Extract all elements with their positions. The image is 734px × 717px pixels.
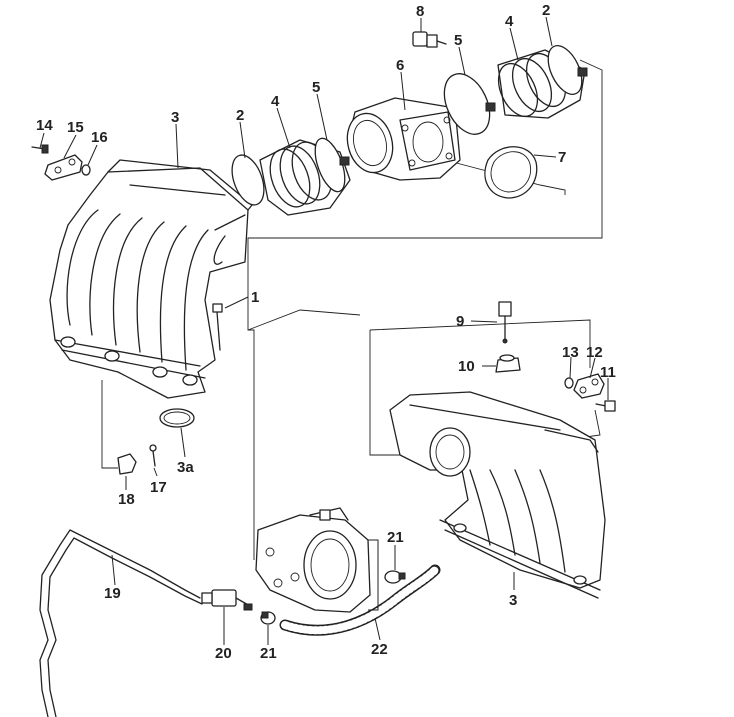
callout-16: 16 xyxy=(91,129,108,146)
flange-plate-15 xyxy=(44,154,83,181)
screw-17 xyxy=(149,444,157,467)
hose-clamp-5-right xyxy=(443,73,496,135)
callout-4-left: 4 xyxy=(271,93,280,110)
o-ring-16 xyxy=(81,164,91,176)
o-ring-13 xyxy=(564,377,574,389)
callout-11: 11 xyxy=(600,364,616,381)
callout-20: 20 xyxy=(215,645,232,662)
valve-20 xyxy=(201,589,253,611)
callout-17: 17 xyxy=(150,479,167,496)
sensor-9 xyxy=(498,301,512,344)
callout-7: 7 xyxy=(558,149,566,166)
callout-14: 14 xyxy=(36,117,53,134)
clip-18 xyxy=(117,453,137,475)
hose-22 xyxy=(279,564,441,636)
callout-8: 8 xyxy=(416,3,424,20)
throttle-housing-6 xyxy=(346,97,461,181)
gasket-3a xyxy=(159,408,195,428)
hose-clamp-2-right xyxy=(547,45,588,95)
callout-3-left: 3 xyxy=(171,109,179,126)
intake-manifold-left xyxy=(49,159,253,399)
callout-5-left: 5 xyxy=(312,79,320,96)
throttle-body xyxy=(255,507,371,613)
bolt-1 xyxy=(212,303,223,351)
hose-clamp-21-right xyxy=(384,570,406,584)
grommet-10 xyxy=(495,354,521,373)
callout-13: 13 xyxy=(562,344,579,361)
callout-2-right: 2 xyxy=(542,2,550,19)
callout-labels: 14 15 16 3 2 4 5 6 8 5 4 2 7 1 3a 17 18 … xyxy=(36,2,616,662)
callout-15: 15 xyxy=(67,119,84,136)
gasket-7 xyxy=(484,146,538,199)
callout-19: 19 xyxy=(104,585,121,602)
callout-21-lower: 21 xyxy=(260,645,277,662)
bolt-11 xyxy=(595,400,616,412)
callout-4-right: 4 xyxy=(505,13,514,30)
callout-3-right: 3 xyxy=(509,592,517,609)
callout-1: 1 xyxy=(251,289,259,306)
hose-clamp-21-lower xyxy=(260,611,276,625)
sensor-bolt-14 xyxy=(31,144,49,154)
callout-6: 6 xyxy=(396,57,404,74)
callout-5-right: 5 xyxy=(454,32,462,49)
callout-10: 10 xyxy=(458,358,475,375)
callout-9: 9 xyxy=(456,313,464,330)
callout-12: 12 xyxy=(586,344,603,361)
callout-2-left: 2 xyxy=(236,107,244,124)
flange-plate-12 xyxy=(573,373,605,399)
intake-manifold-right xyxy=(389,391,606,599)
connector-8 xyxy=(412,31,447,48)
vent-line-19 xyxy=(39,529,203,717)
callout-3a: 3a xyxy=(177,459,194,476)
callout-22: 22 xyxy=(371,641,388,658)
callout-18: 18 xyxy=(118,491,135,508)
hose-clamp-5-left xyxy=(314,137,350,193)
callout-21-right: 21 xyxy=(387,529,404,546)
leader-lines xyxy=(39,16,609,645)
